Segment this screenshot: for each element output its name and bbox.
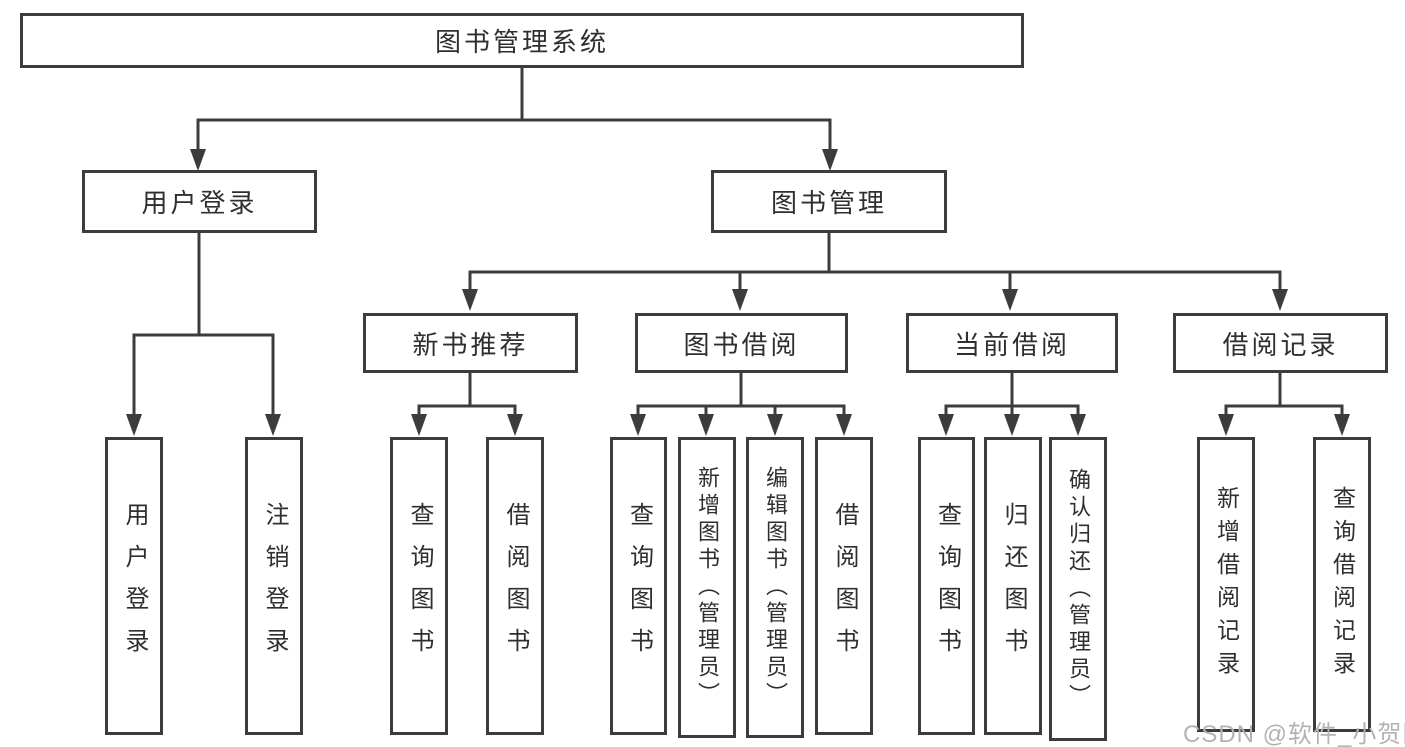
node-label: 新书推荐 <box>412 329 529 360</box>
leaf-add-books-admin: 新增图书（管理员） <box>678 437 736 738</box>
leaf-label: 注销登录 <box>261 502 288 670</box>
leaf-label: 查询借阅记录 <box>1329 485 1356 684</box>
node-borrow-records: 借阅记录 <box>1173 313 1388 373</box>
node-book-management: 图书管理 <box>711 170 947 233</box>
node-label: 当前借阅 <box>953 329 1070 360</box>
leaf-user-login: 用户登录 <box>105 437 163 735</box>
leaf-query-books: 查询图书 <box>390 437 448 735</box>
leaf-label: 借阅图书 <box>502 502 529 670</box>
node-label: 图书管理 <box>770 188 887 218</box>
leaf-label: 确认归还（管理员） <box>1066 467 1091 711</box>
leaf-label: 新增图书（管理员） <box>695 466 720 709</box>
leaf-borrow-books: 借阅图书 <box>815 437 873 735</box>
leaf-query-books: 查询图书 <box>610 437 667 735</box>
csdn-watermark: CSDN @软件_小贺同学 <box>1183 721 1405 747</box>
node-label: 用户登录 <box>141 188 258 218</box>
leaf-return-books: 归还图书 <box>984 437 1042 735</box>
leaf-label: 查询图书 <box>406 502 433 670</box>
leaf-label: 查询图书 <box>933 502 961 670</box>
leaf-label: 新增借阅记录 <box>1213 485 1240 684</box>
leaf-add-borrow-record: 新增借阅记录 <box>1197 437 1255 732</box>
leaf-query-books: 查询图书 <box>918 437 975 735</box>
node-label: 借阅记录 <box>1222 329 1339 360</box>
node-label: 图书管理系统 <box>434 27 609 57</box>
node-current-borrow: 当前借阅 <box>906 313 1118 373</box>
leaf-label: 借阅图书 <box>831 502 858 670</box>
leaf-edit-books-admin: 编辑图书（管理员） <box>746 437 804 738</box>
node-root-library-system: 图书管理系统 <box>20 13 1024 68</box>
leaf-label: 编辑图书（管理员） <box>763 466 788 709</box>
node-book-borrow: 图书借阅 <box>635 313 848 373</box>
leaf-logout: 注销登录 <box>245 437 303 735</box>
node-label: 图书借阅 <box>683 329 800 360</box>
node-user-login: 用户登录 <box>82 170 317 233</box>
leaf-label: 查询图书 <box>625 502 653 670</box>
leaf-label: 用户登录 <box>121 502 148 670</box>
leaf-query-borrow-record: 查询借阅记录 <box>1313 437 1371 732</box>
leaf-confirm-return-admin: 确认归还（管理员） <box>1049 437 1107 741</box>
node-new-book-recommend: 新书推荐 <box>363 313 578 373</box>
leaf-borrow-books: 借阅图书 <box>486 437 544 735</box>
leaf-label: 归还图书 <box>1000 502 1027 670</box>
